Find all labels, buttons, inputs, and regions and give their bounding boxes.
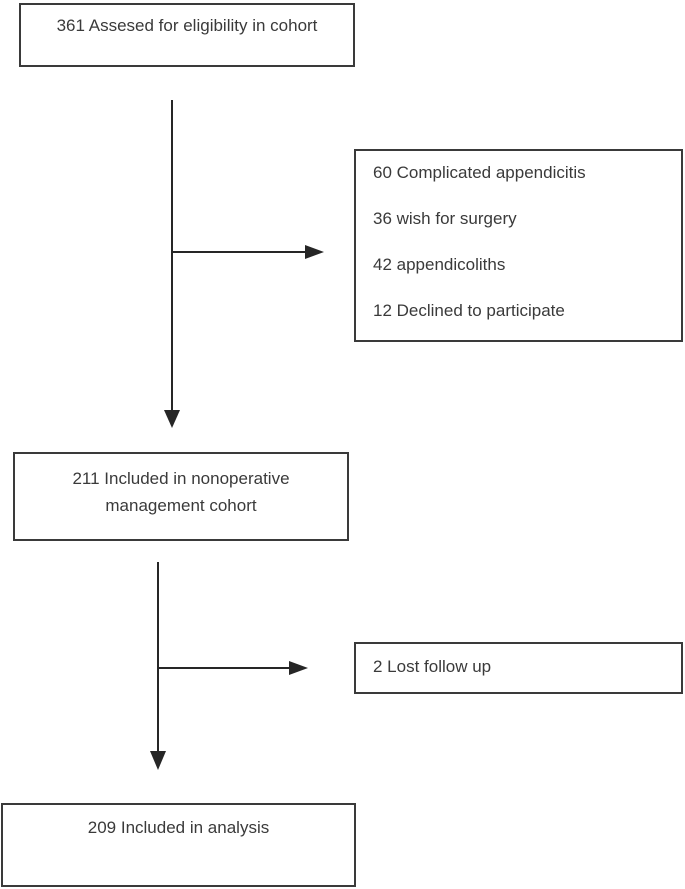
node-analysis: 209 Included in analysis — [1, 803, 356, 887]
node-nonoperative-label-line1: 211 Included in nonoperative — [72, 469, 290, 488]
arrow-to-exclusions-head — [305, 245, 324, 259]
node-eligibility-label: 361 Assesed for eligibility in cohort — [56, 16, 318, 35]
arrow-nonoperative-to-analysis-head — [150, 751, 166, 770]
exclusion-item-complicated: 60 Complicated appendicitis — [373, 163, 586, 182]
node-analysis-label: 209 Included in analysis — [87, 818, 270, 837]
node-eligibility: 361 Assesed for eligibility in cohort — [19, 3, 355, 67]
arrow-eligibility-to-nonoperative-head — [164, 410, 180, 428]
exclusion-item-appendicoliths: 42 appendicoliths — [373, 255, 506, 274]
node-nonoperative: 211 Included in nonoperative management … — [13, 452, 349, 541]
node-lost-followup-label: 2 Lost follow up — [373, 657, 492, 676]
node-nonoperative-label-line2: management cohort — [105, 496, 257, 515]
node-lost-followup: 2 Lost follow up — [354, 642, 683, 694]
arrow-to-lost-followup-head — [289, 661, 308, 675]
node-exclusions: 60 Complicated appendicitis 36 wish for … — [354, 149, 683, 342]
exclusion-item-declined: 12 Declined to participate — [373, 301, 565, 320]
exclusion-item-wish-surgery: 36 wish for surgery — [373, 209, 517, 228]
